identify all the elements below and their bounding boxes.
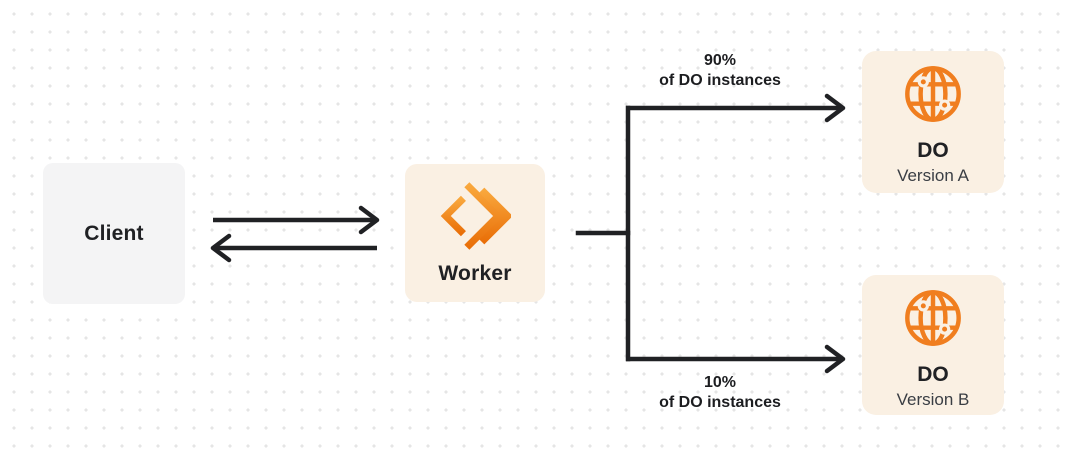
client-node: Client — [43, 163, 185, 304]
split-percent-10: 10% — [703, 374, 737, 391]
globe-icon — [902, 287, 964, 349]
do-b-subtitle: Version B — [896, 390, 970, 410]
worker-node: Worker — [405, 164, 545, 302]
split-label-90: 90% of DO instances — [600, 51, 840, 91]
do-version-b-node: DO Version B — [862, 275, 1004, 415]
split-percent-90: 90% — [703, 52, 737, 69]
split-caption-10: of DO instances — [659, 394, 781, 411]
split-caption-90: of DO instances — [659, 72, 781, 89]
do-a-subtitle: Version A — [897, 166, 969, 186]
globe-icon — [902, 63, 964, 125]
workers-chevrons-icon — [439, 182, 513, 250]
do-version-a-node: DO Version A — [862, 51, 1004, 193]
do-b-title: DO — [917, 363, 949, 386]
worker-label: Worker — [438, 262, 512, 285]
do-a-title: DO — [917, 139, 949, 162]
split-label-10: 10% of DO instances — [600, 373, 840, 413]
client-label: Client — [84, 221, 144, 245]
